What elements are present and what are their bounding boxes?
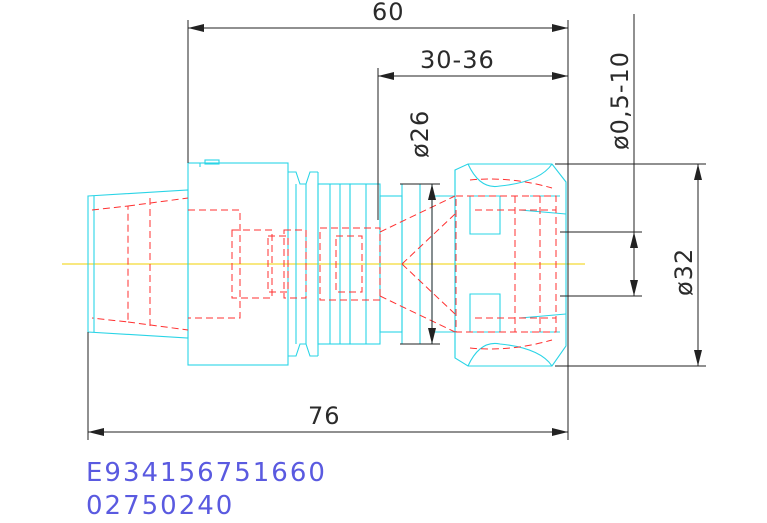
hidden-lines <box>91 178 557 350</box>
dimension-lines <box>87 14 706 440</box>
dim-label-60: 60 <box>372 0 405 26</box>
dim-label-d0-5-10: ø0,5-10 <box>606 51 634 150</box>
dim-label-30-36: 30-36 <box>420 46 495 74</box>
holder-outline <box>87 159 567 367</box>
part-number: 02750240 <box>86 491 235 521</box>
order-number: E934156751660 <box>86 458 327 488</box>
dim-label-d32: ø32 <box>670 248 698 296</box>
dim-label-76: 76 <box>308 402 341 430</box>
dim-label-d26: ø26 <box>406 110 434 158</box>
